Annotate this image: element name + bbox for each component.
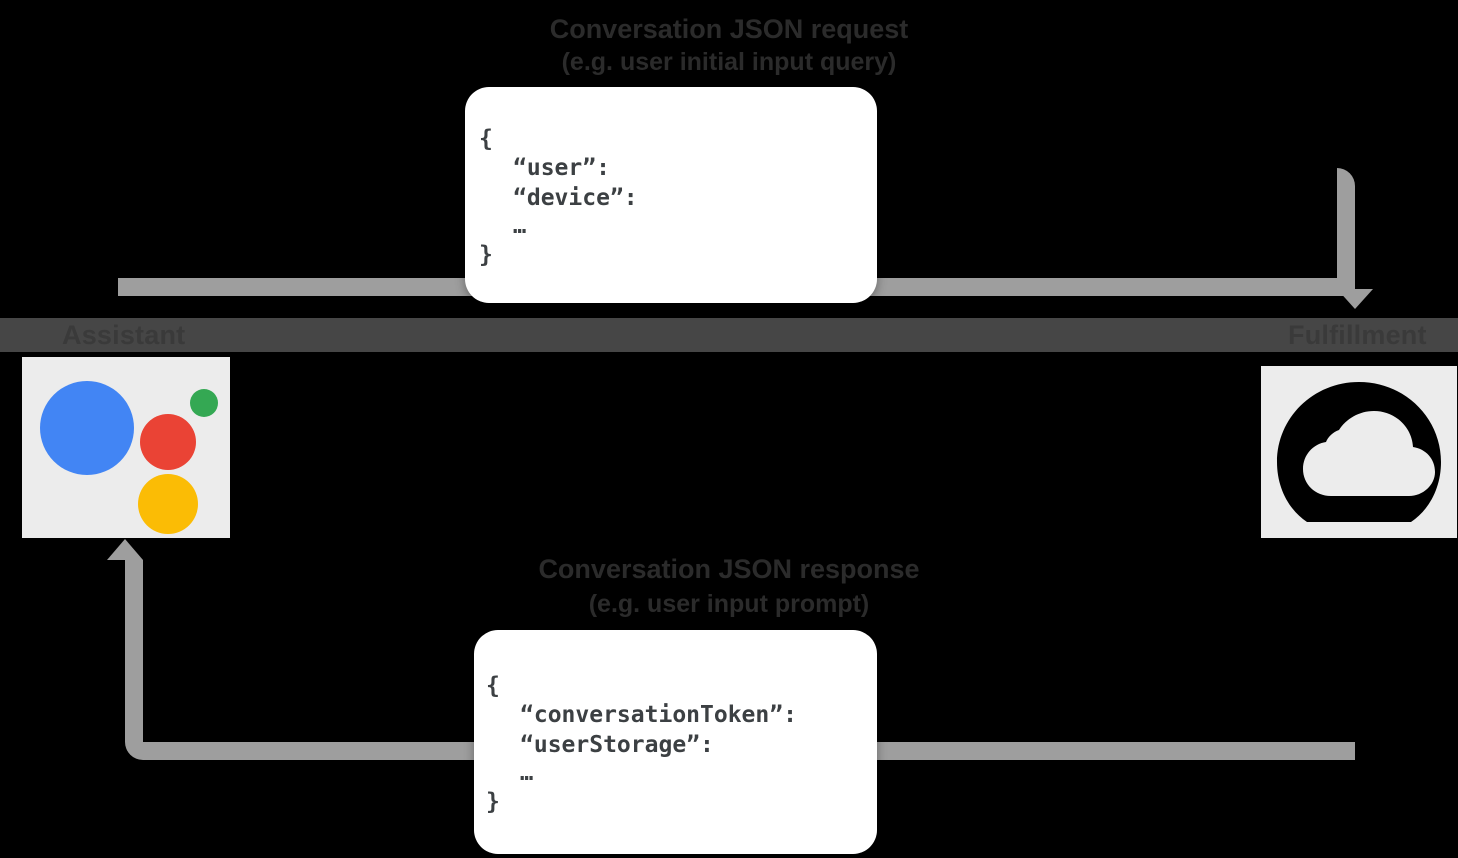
json-open-brace: {	[479, 126, 493, 152]
role-divider-band	[0, 318, 1458, 352]
json-ellipsis: …	[520, 761, 535, 787]
cloud-function-icon	[1277, 382, 1441, 522]
role-label-assistant: Assistant	[62, 320, 186, 350]
json-key-conversation-token: “conversationToken”:	[520, 702, 797, 729]
json-key-user: “user”:	[513, 155, 610, 182]
fulfillment-icon-tile	[1261, 366, 1457, 538]
google-assistant-icon-green-dot	[190, 389, 218, 417]
response-caption-subtitle: (e.g. user input prompt)	[588, 590, 870, 618]
request-flow-arrowhead-icon	[1337, 289, 1373, 309]
request-caption-title: Conversation JSON request	[549, 14, 909, 44]
request-json-card: { “user”: “device”: … }	[465, 87, 877, 303]
json-key-user-storage: “userStorage”:	[520, 731, 714, 758]
json-key-device: “device”:	[513, 184, 638, 211]
google-assistant-icon-blue-dot	[40, 381, 134, 475]
response-flow-arrowhead-icon	[107, 539, 143, 560]
request-caption-subtitle: (e.g. user initial input query)	[561, 48, 897, 76]
json-close-brace: }	[479, 242, 493, 269]
json-open-brace: {	[486, 673, 500, 699]
assistant-icon-tile	[22, 357, 230, 538]
response-json-card: { “conversationToken”: “userStorage”: … …	[474, 630, 877, 854]
json-ellipsis: …	[513, 214, 528, 240]
response-caption-title: Conversation JSON response	[538, 554, 920, 584]
google-assistant-icon-red-dot	[140, 414, 196, 470]
json-close-brace: }	[486, 789, 500, 816]
google-assistant-icon-yellow-dot	[138, 474, 198, 534]
role-label-fulfillment: Fulfillment	[1288, 320, 1427, 350]
